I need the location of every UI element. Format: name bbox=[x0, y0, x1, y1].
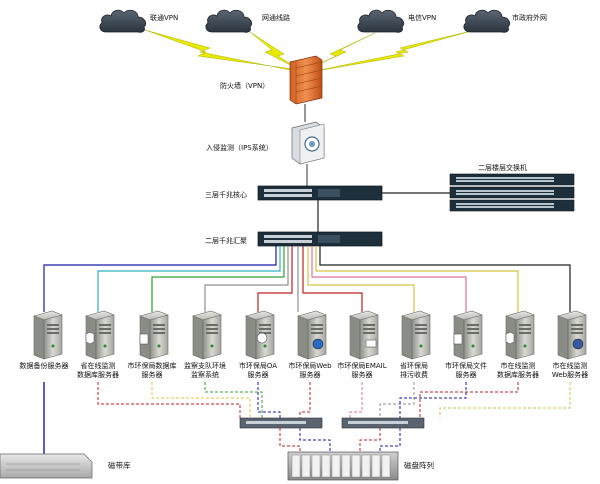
server-icon bbox=[401, 310, 431, 360]
svg-text:省环保局: 省环保局 bbox=[400, 361, 428, 370]
server-city-epb-oa: 市环保局OA 服务器 bbox=[239, 310, 277, 379]
aggregation-switch: 二层千兆汇聚 bbox=[205, 231, 383, 247]
server-city-epb-file: 市环保局文件 服务器 bbox=[445, 310, 487, 379]
ips-label: 入侵监测（IPS系统） bbox=[206, 143, 273, 152]
disk-array: 磁盘阵列 bbox=[287, 451, 434, 481]
server-city-monitoring-web: 市在线监测 Web服务器 bbox=[552, 310, 588, 379]
server-icon bbox=[297, 310, 327, 360]
cloud-icon bbox=[357, 9, 405, 33]
mail-icon bbox=[365, 339, 377, 348]
floor-switch-label: 二层楼层交换机 bbox=[478, 163, 527, 172]
server-icon bbox=[557, 310, 587, 360]
svg-text:服务器: 服务器 bbox=[248, 370, 269, 379]
document-icon bbox=[139, 333, 149, 345]
svg-text:市在线监测: 市在线监测 bbox=[553, 361, 588, 370]
cloud-icon bbox=[99, 9, 147, 33]
svg-text:数据备份服务器: 数据备份服务器 bbox=[20, 361, 69, 370]
cloud-netcom-line: 网通线路 bbox=[205, 9, 290, 33]
server-city-epb-email: 市环保局EMAIL 服务器 bbox=[337, 310, 387, 379]
server-city-epb-db: 市环保局数据库 服务器 bbox=[128, 310, 177, 379]
svg-text:市环保局Web: 市环保局Web bbox=[288, 361, 332, 370]
server-icon bbox=[349, 310, 379, 360]
globe-icon bbox=[312, 338, 324, 350]
floor-switch-3 bbox=[449, 199, 575, 212]
svg-text:市环保局数据库: 市环保局数据库 bbox=[128, 361, 177, 370]
svg-text:服务器: 服务器 bbox=[142, 370, 163, 379]
svg-text:数据库服务器: 数据库服务器 bbox=[497, 370, 539, 379]
core-switch: 三层千兆核心 bbox=[205, 185, 383, 201]
cloud-label: 网通线路 bbox=[262, 13, 290, 22]
svg-text:监察支队环境: 监察支队环境 bbox=[184, 361, 226, 370]
san-switch-left bbox=[239, 417, 323, 429]
server-row: 数据备份服务器 省在线监测 数据库服务器 市环保局数据库 服务器 监察支队环境 … bbox=[20, 310, 588, 379]
tape-library-label: 磁带库 bbox=[108, 460, 131, 470]
svg-text:服务器: 服务器 bbox=[352, 370, 373, 379]
cloud-icon bbox=[205, 9, 253, 33]
server-city-monitoring-db: 市在线监测 数据库服务器 bbox=[497, 310, 539, 379]
database-icon bbox=[85, 331, 95, 345]
server-province-monitoring-db: 省在线监测 数据库服务器 bbox=[77, 310, 119, 379]
server-province-fee: 省环保局 排污收费 bbox=[400, 310, 431, 379]
cloud-gov-extranet: 市政府外网 bbox=[463, 9, 547, 33]
cloud-telecom-vpn: 电信VPN bbox=[357, 9, 436, 33]
firewall: 防火墙（VPN） bbox=[220, 55, 323, 105]
folder-icon bbox=[453, 333, 463, 345]
disk-array-label: 磁盘阵列 bbox=[404, 460, 434, 470]
firewall-label: 防火墙（VPN） bbox=[220, 81, 269, 90]
svg-text:省在线监测: 省在线监测 bbox=[81, 361, 116, 370]
svg-text:市环保局OA: 市环保局OA bbox=[239, 361, 277, 370]
server-icon bbox=[33, 310, 63, 360]
san-array-links bbox=[279, 428, 401, 452]
floor-switch-stack: 二层楼层交换机 bbox=[449, 163, 575, 212]
server-data-backup: 数据备份服务器 bbox=[20, 310, 69, 370]
server-uplinks bbox=[43, 246, 571, 312]
server-icon bbox=[192, 310, 222, 360]
svg-text:市在线监测: 市在线监测 bbox=[501, 361, 536, 370]
svg-text:服务器: 服务器 bbox=[300, 370, 321, 379]
svg-text:监察系统: 监察系统 bbox=[191, 370, 219, 379]
server-inspection-system: 监察支队环境 监察系统 bbox=[184, 310, 226, 379]
svg-text:Web服务器: Web服务器 bbox=[552, 370, 588, 379]
floor-switch-2 bbox=[449, 186, 575, 199]
lightning-gov bbox=[309, 29, 476, 73]
floor-switch-1 bbox=[449, 173, 575, 186]
cloud-label: 电信VPN bbox=[408, 13, 436, 22]
svg-text:市环保局文件: 市环保局文件 bbox=[445, 361, 487, 370]
server-city-epb-web: 市环保局Web 服务器 bbox=[288, 310, 332, 379]
database-icon bbox=[505, 331, 515, 345]
svg-text:服务器: 服务器 bbox=[456, 370, 477, 379]
ips-device: 入侵监测（IPS系统） bbox=[206, 121, 325, 165]
core-switch-label: 三层千兆核心 bbox=[205, 190, 247, 199]
san-switch-right bbox=[341, 417, 425, 429]
agg-switch-label: 二层千兆汇聚 bbox=[205, 236, 247, 245]
svg-text:排污收费: 排污收费 bbox=[400, 370, 428, 379]
cloud-unicom-vpn: 联通VPN bbox=[99, 9, 178, 33]
gear-icon bbox=[256, 332, 268, 344]
brick-wall-icon bbox=[289, 55, 323, 105]
tape-library-icon bbox=[0, 453, 93, 479]
cloud-icon bbox=[463, 9, 511, 33]
svg-text:市环保局EMAIL: 市环保局EMAIL bbox=[337, 361, 386, 370]
tape-library: 磁带库 bbox=[0, 453, 131, 479]
cloud-label: 联通VPN bbox=[150, 13, 178, 22]
svg-text:数据库服务器: 数据库服务器 bbox=[77, 370, 119, 379]
cloud-label: 市政府外网 bbox=[512, 13, 547, 22]
user-icon bbox=[572, 338, 584, 350]
storage-links bbox=[97, 382, 571, 418]
